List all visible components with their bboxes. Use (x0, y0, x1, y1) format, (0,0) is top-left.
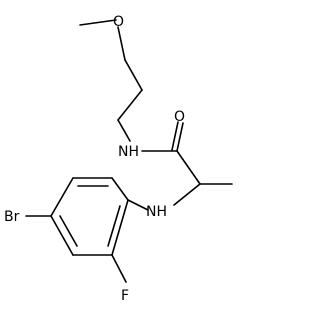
bond-nh-ring (127, 199, 149, 211)
bond-ch2-nh (117, 119, 131, 142)
ring-bond-3 (50, 177, 74, 217)
atom-f: F (121, 288, 129, 304)
atom-o-methoxy: O (113, 14, 124, 30)
atom-o-carbonyl: O (174, 109, 185, 125)
ring-bond-6 (111, 199, 129, 256)
ring-double-2 (59, 215, 78, 247)
bond-carbonyl-o-2 (171, 121, 179, 151)
bond-o-ch2 (117, 26, 126, 61)
bond-alpha-nh (173, 183, 201, 206)
bond-ch2-ch2 (124, 59, 143, 91)
atom-nh-amide: NH (118, 144, 139, 160)
bond-ring-f (111, 254, 127, 283)
ring-bond-4 (50, 215, 74, 256)
bond-ch2-ch2b (117, 89, 143, 121)
ring-bond-1 (111, 177, 129, 201)
bond-carbonyl-alpha (176, 150, 201, 185)
bond-carbonyl-o-1 (176, 122, 184, 152)
atom-nh-amine: NH (146, 204, 167, 220)
bond-methyl-o (79, 19, 117, 26)
atom-br: Br (4, 209, 20, 225)
ring-double-3 (107, 205, 121, 247)
molecule-structure: O O NH NH Br F (4, 14, 233, 304)
